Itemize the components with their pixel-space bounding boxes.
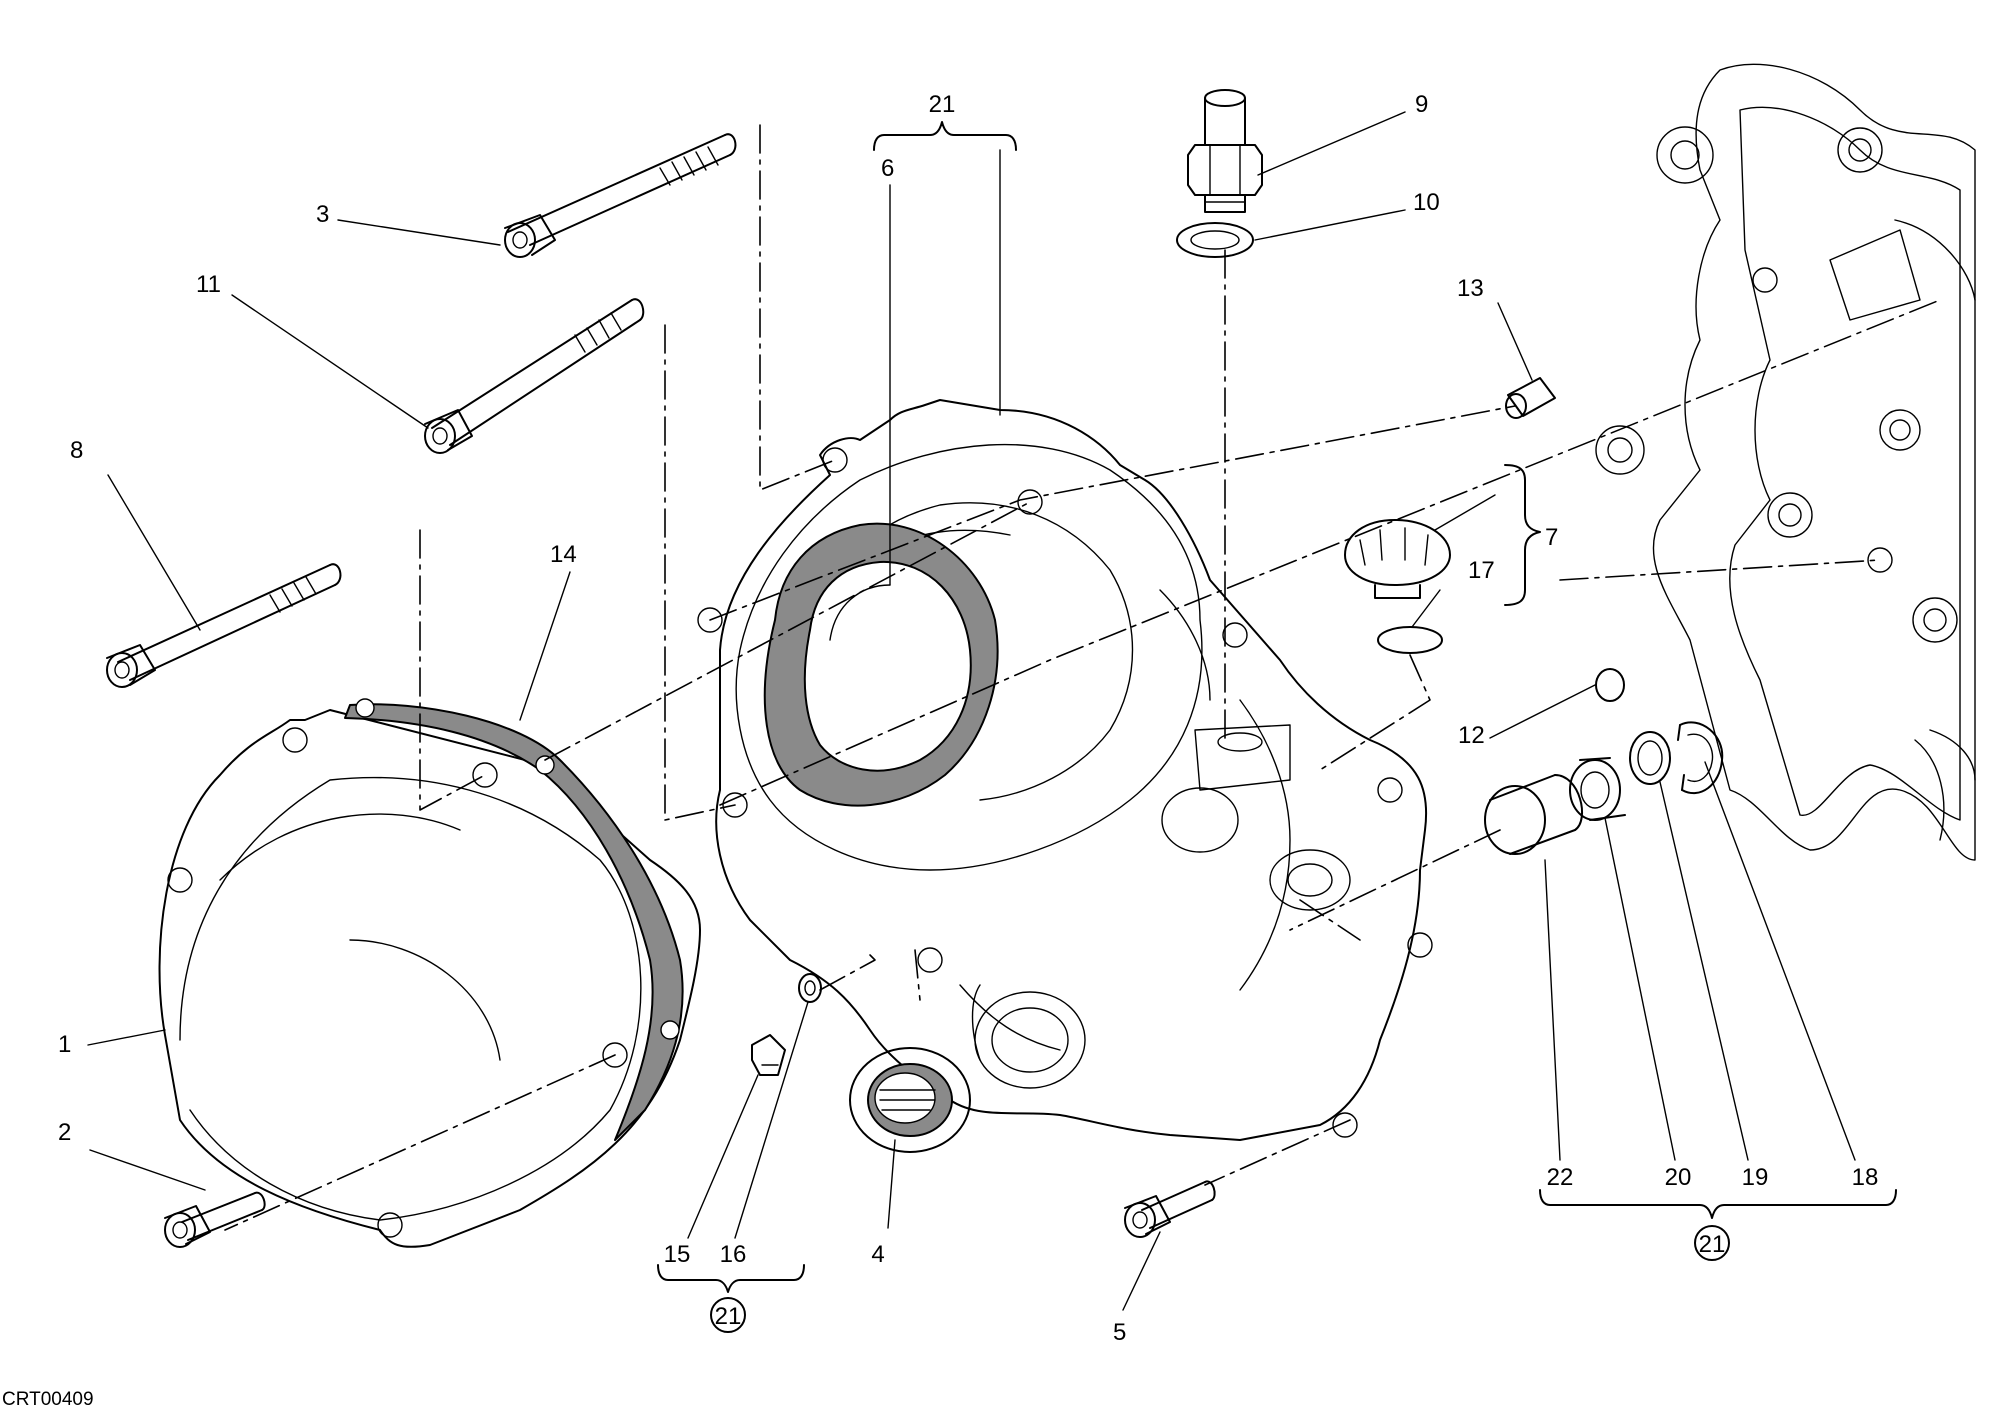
part-11-long-bolt (424, 298, 645, 454)
part-8-long-bolt (106, 563, 342, 688)
callout-14: 14 (550, 541, 577, 568)
part-13-dowel (1505, 377, 1556, 419)
callout-7: 7 (1545, 524, 1558, 551)
part-14-gasket (344, 698, 684, 1141)
kit-left-circle (710, 1297, 746, 1333)
part-15-plug (751, 1034, 786, 1076)
part-22-bush (1484, 774, 1584, 855)
part-2-short-bolt (164, 1191, 266, 1248)
callout-10: 10 (1413, 189, 1440, 216)
callout-13: 13 (1457, 275, 1484, 302)
kit-brackets (657, 121, 1897, 1293)
part-10-washer (1176, 222, 1254, 258)
callout-9: 9 (1415, 91, 1428, 118)
part-21-crankcase-cover (697, 399, 1433, 1141)
callout-18: 18 (1852, 1164, 1879, 1191)
callout-1: 1 (58, 1031, 71, 1058)
part-1-clutch-cover (158, 709, 701, 1248)
part-9-sensor (1187, 89, 1263, 213)
callout-15: 15 (664, 1241, 691, 1268)
callout-11: 11 (196, 271, 221, 298)
callout-22: 22 (1547, 1164, 1574, 1191)
part-20-ring (1569, 757, 1626, 821)
crankcase-outline (1595, 63, 1976, 861)
kit-right-circle (1694, 1225, 1730, 1261)
leader-lines (87, 111, 1856, 1311)
part-7-filler-plug (1344, 519, 1451, 599)
callout-2: 2 (58, 1119, 71, 1146)
part-3-long-bolt (504, 133, 737, 258)
kit-right-label: 21 (1699, 1231, 1726, 1258)
callout-19: 19 (1742, 1164, 1769, 1191)
callout-3: 3 (316, 201, 329, 228)
callout-20: 20 (1665, 1164, 1692, 1191)
callout-17: 17 (1468, 557, 1495, 584)
part-16-washer (798, 973, 822, 1003)
assembly-center-lines (224, 124, 1941, 1231)
callout-4: 4 (871, 1241, 884, 1268)
callout-21: 21 (929, 91, 956, 118)
part-12-o-ring (1595, 668, 1625, 702)
part-18-circlip (1677, 721, 1724, 795)
part-17-o-ring (1377, 626, 1443, 654)
callout-16: 16 (720, 1241, 747, 1268)
callout-5: 5 (1113, 1319, 1126, 1346)
callout-8: 8 (70, 437, 83, 464)
drawing-reference: CRT00409 (2, 1389, 94, 1410)
callout-6: 6 (881, 155, 894, 182)
part-6-seal-ring (763, 522, 999, 807)
part-4-small-seal (849, 1047, 971, 1153)
callout-12: 12 (1458, 722, 1485, 749)
part-5-short-bolt (1124, 1180, 1216, 1238)
kit-left-label: 21 (715, 1303, 742, 1330)
part-19-washer (1629, 731, 1671, 785)
